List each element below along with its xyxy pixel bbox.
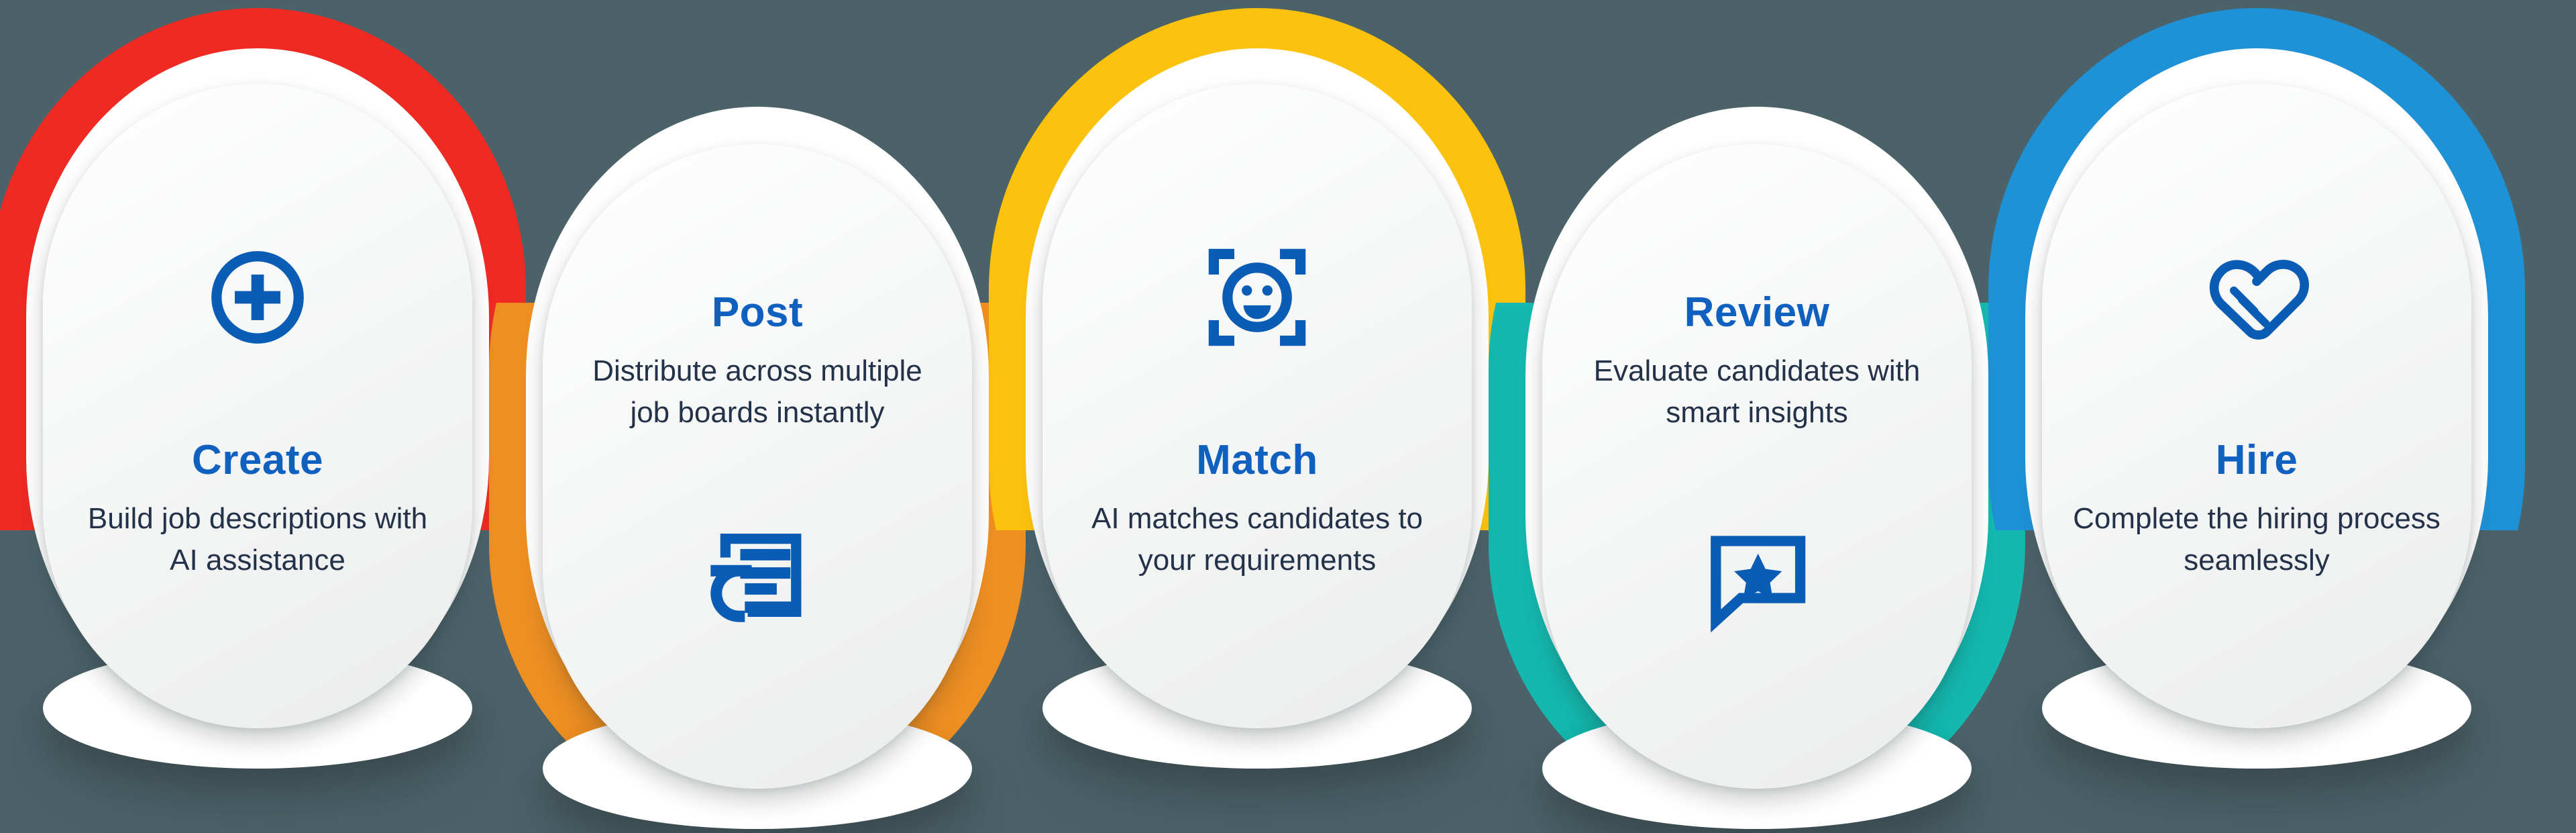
step-arc-create — [0, 0, 526, 530]
chat-star-icon — [1690, 508, 1824, 642]
process-step-match[interactable]: Match AI matches candidates to your requi… — [989, 0, 1525, 833]
step-arc-match — [989, 0, 1525, 530]
step-text-block: Match AI matches candidates to your requi… — [1073, 438, 1441, 582]
step-description: Distribute across multiple job boards in… — [592, 354, 922, 430]
step-description: Build job descriptions with AI assistanc… — [87, 502, 428, 577]
step-title: Review — [1684, 289, 1830, 336]
step-card-match[interactable]: Match AI matches candidates to your requi… — [1042, 84, 1472, 728]
handshake-icon — [2190, 230, 2324, 364]
step-title: Create — [192, 437, 323, 484]
step-title: Hire — [2215, 437, 2298, 484]
step-description: Evaluate candidates with smart insights — [1593, 354, 1921, 430]
face-scan-icon — [1190, 230, 1324, 364]
step-description: AI matches candidates to your requiremen… — [1091, 502, 1424, 577]
step-title: Match — [1196, 437, 1318, 484]
step-arc-hire — [1988, 0, 2525, 530]
step-description: Complete the hiring process seamlessly — [2073, 502, 2440, 577]
step-title: Post — [711, 289, 804, 336]
post-article-icon — [690, 508, 824, 642]
plus-circle-icon — [191, 230, 325, 364]
